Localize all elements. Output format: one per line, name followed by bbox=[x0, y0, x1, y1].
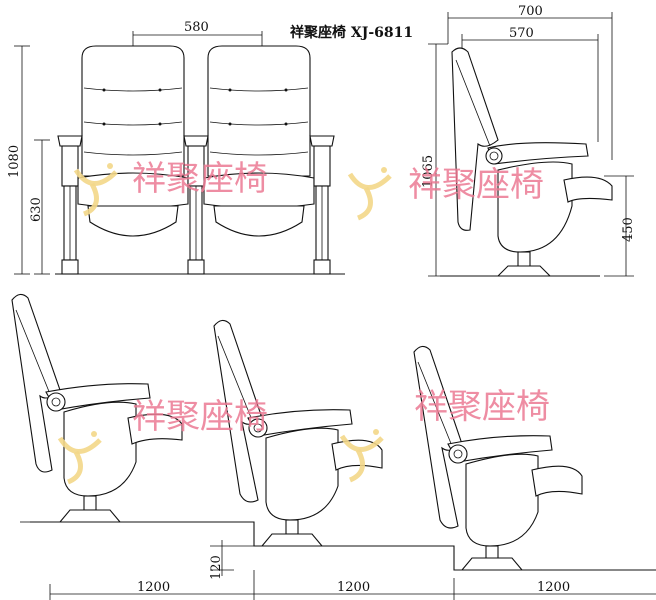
side-seat-height-dimension: 450 bbox=[604, 175, 636, 277]
side-depth-dimension: 700 bbox=[447, 4, 613, 160]
xj-logo-icon bbox=[73, 163, 118, 217]
watermark-text-4: 祥聚座椅 bbox=[414, 387, 550, 427]
riser-view: 120 1200 1200 1200 bbox=[11, 293, 656, 600]
side-depth-label: 700 bbox=[518, 4, 543, 19]
xj-logo-icon bbox=[339, 429, 384, 483]
front-standard-middle bbox=[183, 135, 209, 275]
xj-logo-icon bbox=[57, 431, 102, 485]
side-chair bbox=[451, 47, 613, 277]
watermark-4: 祥聚座椅 bbox=[339, 387, 550, 483]
watermark-text-3: 祥聚座椅 bbox=[132, 397, 268, 437]
row-spacing-label-2: 1200 bbox=[337, 580, 370, 595]
watermark-text-1: 祥聚座椅 bbox=[132, 159, 268, 199]
side-view: 700 570 1065 450 bbox=[421, 4, 636, 277]
watermark-3: 祥聚座椅 bbox=[57, 397, 268, 485]
row-spacing-label-1: 1200 bbox=[137, 580, 170, 595]
front-standard-right bbox=[309, 135, 335, 275]
xj-logo-icon bbox=[347, 167, 392, 221]
front-height-label: 1080 bbox=[7, 145, 22, 178]
watermark-1: 祥聚座椅 bbox=[73, 159, 268, 217]
front-width-dimension: 580 bbox=[132, 20, 263, 46]
side-height-label: 1065 bbox=[421, 155, 436, 188]
watermark-2: 祥聚座椅 bbox=[347, 165, 544, 221]
front-width-label: 580 bbox=[184, 20, 209, 35]
side-seat-depth-dimension: 570 bbox=[461, 26, 599, 142]
front-seat-height-dimension: 630 bbox=[29, 139, 50, 275]
riser-height-label: 120 bbox=[209, 555, 224, 580]
side-seat-depth-label: 570 bbox=[509, 26, 534, 41]
side-height-dimension: 1065 bbox=[421, 43, 448, 277]
riser-height-dimension: 120 bbox=[209, 540, 254, 580]
front-seat-height-label: 630 bbox=[29, 197, 44, 222]
riser-chair-3 bbox=[413, 345, 583, 571]
front-height-dimension: 1080 bbox=[7, 45, 30, 275]
riser-chair-1 bbox=[11, 293, 183, 523]
front-seat-right bbox=[203, 45, 315, 237]
row-spacing-label-3: 1200 bbox=[537, 580, 570, 595]
watermark-text-2: 祥聚座椅 bbox=[408, 165, 544, 205]
front-view: 580 1080 630 bbox=[7, 20, 345, 275]
front-standard-left bbox=[57, 135, 83, 275]
riser-chair-2 bbox=[213, 319, 383, 547]
side-seat-height-label: 450 bbox=[621, 217, 636, 242]
row-spacing-dimension: 1200 1200 1200 bbox=[49, 570, 656, 600]
drawing-title: 祥聚座椅 XJ-6811 bbox=[290, 24, 413, 41]
